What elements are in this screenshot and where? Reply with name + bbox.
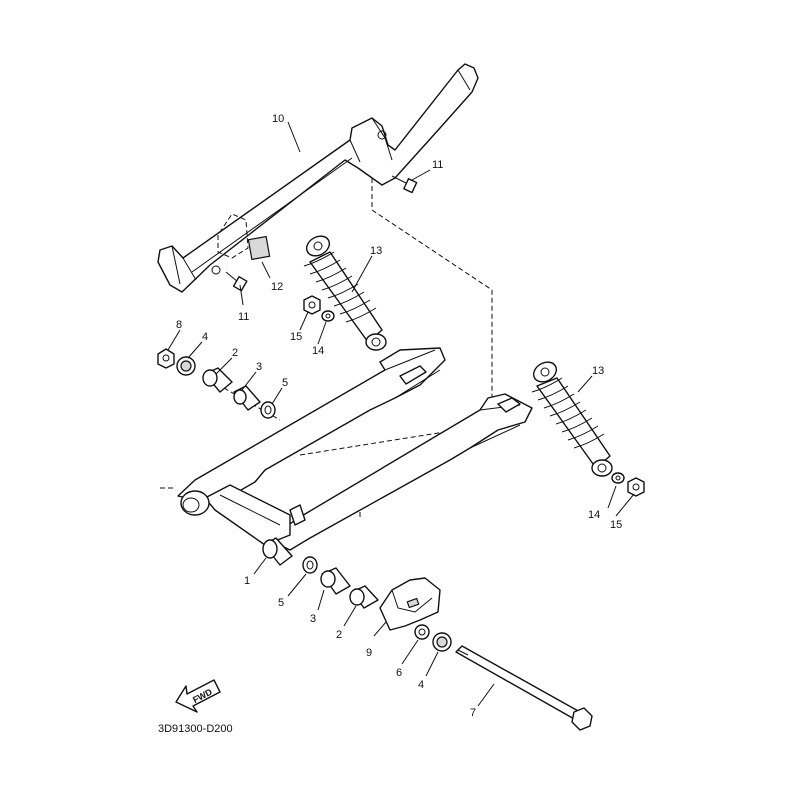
callout-number: 15: [290, 331, 302, 343]
callout-number: 12: [271, 281, 283, 293]
oil-seal-part: [176, 356, 196, 376]
drawing-code: 3D91300-D200: [158, 723, 233, 735]
nut-part: [627, 477, 645, 497]
callout-number: 13: [370, 245, 382, 257]
shock-absorber-part: [531, 361, 613, 477]
washer-part: [414, 624, 430, 640]
washer-part: [302, 556, 318, 574]
callout-number: 6: [396, 667, 402, 679]
chain-case-part: [157, 63, 479, 293]
callout-number: 14: [588, 509, 600, 521]
chain-guide-part: [379, 577, 441, 631]
callout-number: 4: [202, 331, 208, 343]
collar-part: [233, 385, 261, 411]
washer-part: [611, 472, 625, 484]
callout-number: 14: [312, 345, 324, 357]
callout-number: 15: [610, 519, 622, 531]
leader-lines: [167, 121, 635, 707]
callout-number: 2: [232, 347, 238, 359]
alignment-line: [371, 178, 493, 420]
oil-seal-part: [432, 632, 452, 652]
bolt-part: [225, 271, 248, 292]
callout-number: 11: [238, 311, 249, 323]
callout-number: 5: [282, 377, 288, 389]
callout-number: 4: [418, 679, 424, 691]
bolt-part: [391, 175, 418, 194]
bushing-part: [349, 585, 379, 609]
callout-number: 13: [592, 365, 604, 377]
washer-part: [260, 401, 276, 419]
callout-number: 9: [366, 647, 372, 659]
bushing-part: [202, 367, 233, 393]
callout-number: 3: [256, 361, 262, 373]
callout-number: 7: [470, 707, 476, 719]
shock-absorber-part: [303, 235, 387, 351]
bushing-part: [262, 537, 293, 566]
callout-number: 10: [272, 113, 284, 125]
callout-number: 1: [244, 575, 250, 587]
nut-part: [303, 295, 321, 315]
nut-part: [157, 348, 175, 369]
swingarm-part: [177, 347, 533, 551]
callout-number: 8: [176, 319, 182, 331]
callout-number: 5: [278, 597, 284, 609]
callout-number: 11: [432, 159, 443, 171]
callout-number: 2: [336, 629, 342, 641]
callout-number: 3: [310, 613, 316, 625]
forward-direction-arrow: FWD: [175, 679, 221, 713]
washer-part: [321, 310, 335, 322]
collar-part: [320, 567, 351, 595]
pivot-shaft-part: [455, 645, 593, 731]
